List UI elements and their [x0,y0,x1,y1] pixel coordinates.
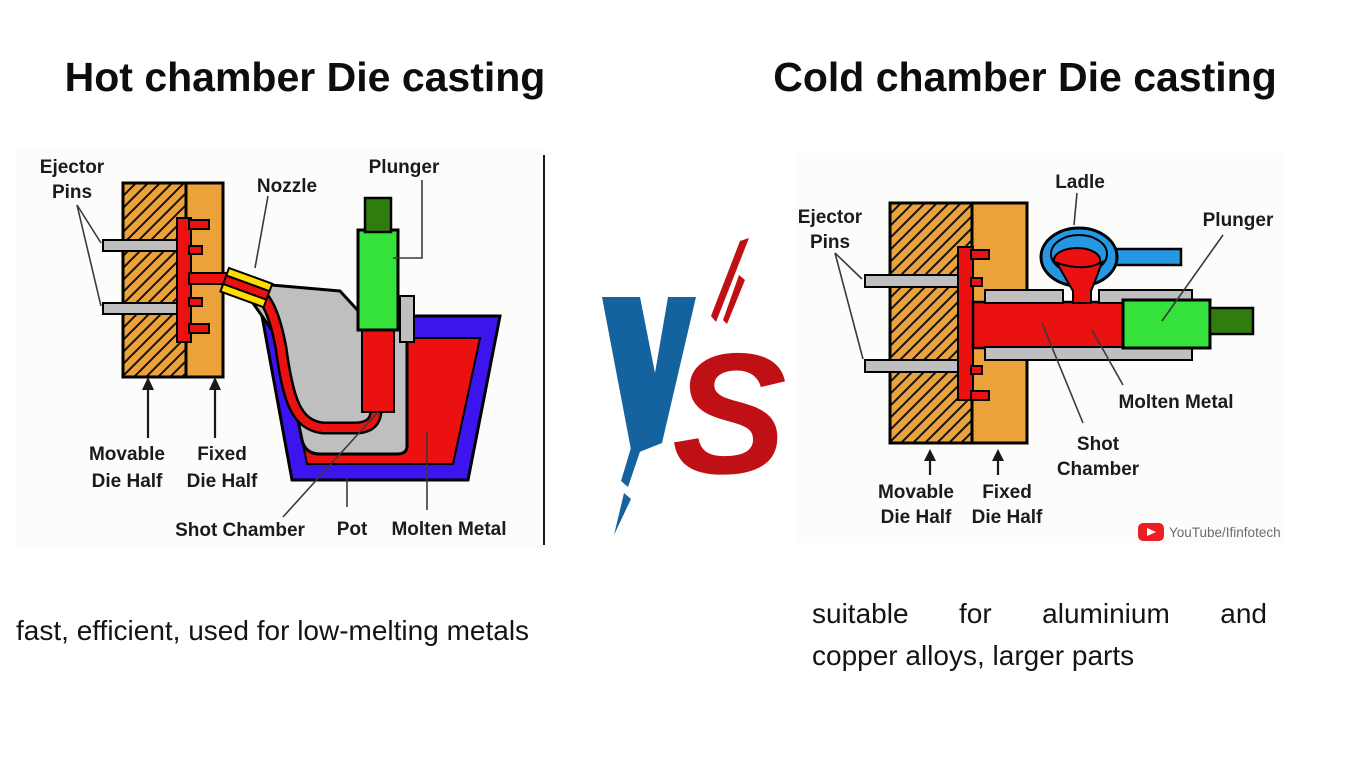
plunger-shape [1121,298,1212,350]
label-plunger: Plunger [1203,210,1274,231]
vs-badge: S [602,238,787,535]
label-pot: Pot [337,519,368,540]
label-molten-metal: Molten Metal [391,519,506,540]
panel-divider-line [543,155,545,545]
credit-text: YouTube/Ifinfotech [1169,525,1281,540]
svg-text:S: S [672,318,787,510]
hot-chamber-diagram-panel: Ejector Pins Nozzle Plunger Movable Die … [15,148,545,548]
leader-line [76,204,102,307]
ladle-handle [1109,247,1183,267]
leader-line [834,252,864,360]
ejector-pin-shape [864,359,961,373]
leader-line [282,411,379,518]
vs-letter-v [602,297,696,535]
nozzle-shape [219,266,274,309]
pour-stream [1054,259,1104,304]
cold-chamber-diagram-panel: Ejector Pins Ladle Plunger Molten Metal … [795,153,1285,543]
hot-chamber-caption: fast, efficient, used for low-melting me… [16,615,530,646]
ladle-shape [1039,226,1183,304]
cold-chamber-title: Cold chamber Die casting [773,54,1277,100]
leader-line [1073,192,1078,226]
play-triangle-icon [1147,528,1156,536]
svg-text:Chamber: Chamber [1057,459,1140,480]
movable-die-half-shape [121,181,188,379]
ejector-pin-shape [102,239,182,252]
cylinder-melt [361,325,395,413]
cold-chamber-caption-line1: suitable for aluminium and [812,598,1267,629]
svg-text:Die Half: Die Half [92,471,163,492]
arrowhead [209,377,221,390]
svg-text:Die Half: Die Half [881,507,952,528]
hot-chamber-diagram: Ejector Pins Nozzle Plunger Movable Die … [40,157,507,541]
label-shot-chamber: Shot [1077,434,1120,455]
arrowhead [992,449,1004,461]
label-fixed-die: Fixed [197,444,247,465]
leader-line [834,252,863,280]
label-shot-chamber: Shot Chamber [175,520,305,541]
sleeve-top-left-shape [984,289,1064,304]
hot-chamber-title: Hot chamber Die casting [64,54,546,100]
ejector-pin-shape [864,274,961,288]
channel-red [249,285,380,432]
plunger-rod-shape [363,196,393,234]
plunger-rod-shape [1208,306,1255,336]
label-fixed-die: Fixed [982,482,1032,503]
svg-text:Die Half: Die Half [187,471,258,492]
vs-slash [723,275,745,324]
arrowhead [142,377,154,390]
leader-line [1091,329,1124,386]
cold-chamber-diagram: Ejector Pins Ladle Plunger Molten Metal … [798,172,1281,541]
cylinder-wall-shape [399,295,415,343]
vs-slash [711,238,749,322]
label-molten-metal: Molten Metal [1118,392,1233,413]
shot-chamber-melt-shape [971,300,1125,350]
leader-line [254,195,269,269]
label-ejector-pins: Ejector [40,157,105,178]
label-movable-die: Movable [89,444,165,465]
plunger-shape [356,228,400,332]
leader-line [1161,234,1224,322]
vs-letter-s: S [672,238,787,510]
label-movable-die: Movable [878,482,954,503]
cold-chamber-caption-line2: copper alloys, larger parts [812,640,1135,671]
ejector-pin-shape [102,302,182,315]
casting-shape [176,217,233,343]
sleeve-bottom-shape [984,346,1193,361]
label-ejector-pins: Ejector [798,207,863,228]
leader-line [76,204,102,244]
arrowhead [924,449,936,461]
leader-line [393,180,423,259]
label-nozzle: Nozzle [257,176,317,197]
svg-text:Pins: Pins [810,232,850,253]
leader-line [1041,322,1084,424]
youtube-credit: YouTube/Ifinfotech [1138,523,1281,541]
label-plunger: Plunger [369,157,440,178]
svg-text:Die Half: Die Half [972,507,1043,528]
label-ladle: Ladle [1055,172,1105,193]
casting-shape [957,246,990,401]
svg-text:Pins: Pins [52,182,92,203]
